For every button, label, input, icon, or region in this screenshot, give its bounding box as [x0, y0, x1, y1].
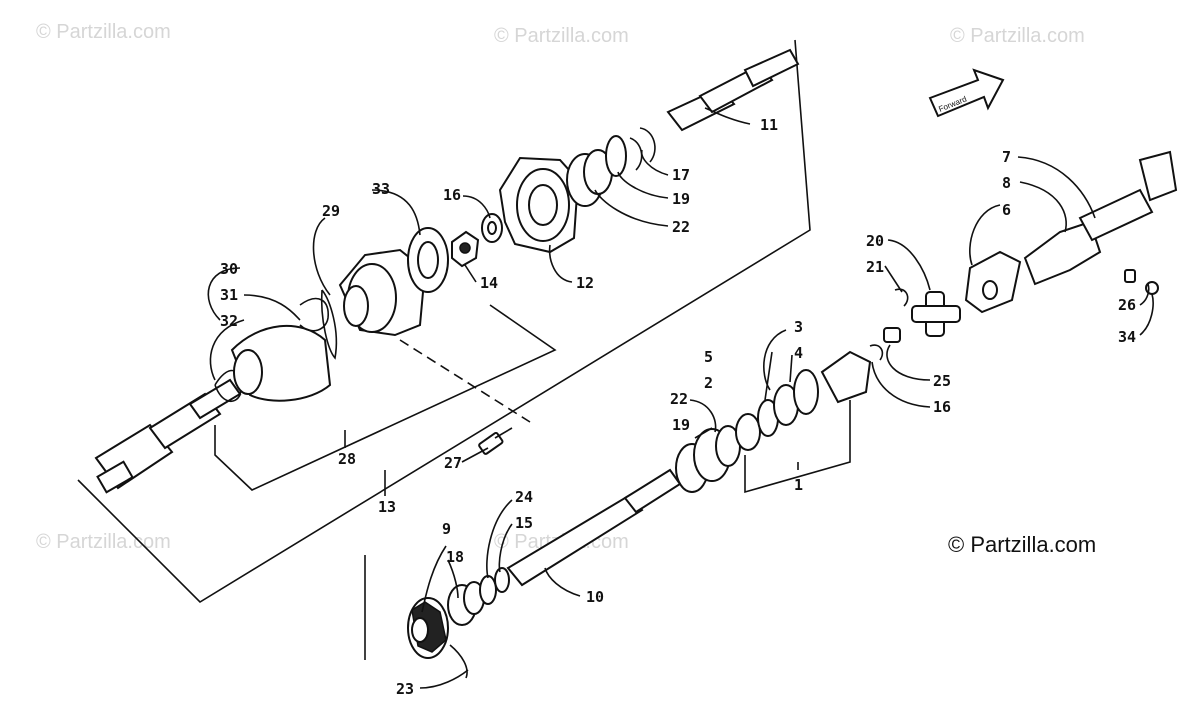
- watermark-bottom-left: © Partzilla.com: [36, 531, 171, 553]
- label-12: 12: [576, 274, 594, 292]
- ring-15: [494, 567, 510, 593]
- label-6: 6: [1002, 201, 1011, 219]
- output-shaft-11: [666, 48, 800, 132]
- spacer-2: [735, 413, 761, 451]
- boot-clamp-32: [214, 369, 242, 403]
- label-3: 3: [794, 318, 803, 336]
- clip-16-lower: [869, 344, 884, 361]
- bevel-gear-9: [407, 597, 449, 659]
- bearing-cup-25: [883, 327, 901, 343]
- label-34: 34: [1118, 328, 1136, 346]
- brand-credit: © Partzilla.com: [948, 532, 1096, 557]
- label-21: 21: [866, 258, 884, 276]
- cv-boot-31: [230, 324, 332, 402]
- yoke-flange: [820, 350, 872, 404]
- label-14: 14: [480, 274, 498, 292]
- ring-19-upper: [605, 135, 627, 177]
- bearing-22-upper: [566, 149, 613, 207]
- nut-14: [451, 230, 480, 268]
- label-32: 32: [220, 312, 238, 330]
- boot-clamp-30: [299, 297, 329, 332]
- group-bracket-1: [744, 400, 851, 494]
- pinion-shaft-10: [506, 468, 682, 587]
- label-8: 8: [1002, 174, 1011, 192]
- bearing-flange-12: [498, 156, 580, 254]
- dashed-guide-line: [399, 339, 531, 423]
- bolt-26: [1124, 269, 1136, 283]
- label-11: 11: [760, 116, 778, 134]
- assembly-frame-28: [214, 304, 557, 491]
- label-33: 33: [372, 180, 390, 198]
- snap-ring-21: [894, 288, 909, 307]
- snap-ring-29: [320, 289, 338, 360]
- label-19-lower: 19: [672, 416, 690, 434]
- shaft-7: [1078, 150, 1178, 242]
- yoke-6: [964, 250, 1022, 314]
- label-2: 2: [704, 374, 713, 392]
- label-28: 28: [338, 450, 356, 468]
- ring-3: [793, 369, 819, 415]
- boot-8: [1023, 220, 1102, 286]
- label-22-lower: 22: [670, 390, 688, 408]
- label-29: 29: [322, 202, 340, 220]
- universal-joint-cross-20: [911, 291, 961, 337]
- label-30: 30: [220, 260, 238, 278]
- washer-16-upper: [481, 213, 503, 243]
- left-axle-shaft: [94, 378, 242, 494]
- assembly-frame-13: [77, 39, 811, 604]
- watermark-top-left: © Partzilla.com: [36, 21, 171, 43]
- label-13: 13: [378, 498, 396, 516]
- label-26: 26: [1118, 296, 1136, 314]
- label-7: 7: [1002, 148, 1011, 166]
- bolt-27: [478, 427, 513, 455]
- label-25: 25: [933, 372, 951, 390]
- bearing-assembly-19-22: [675, 425, 741, 493]
- watermark-top-center: © Partzilla.com: [494, 25, 629, 47]
- snap-ring-23: [449, 644, 468, 679]
- label-16-lower: 16: [933, 398, 951, 416]
- label-19-upper: 19: [672, 190, 690, 208]
- seal-24: [479, 575, 497, 605]
- label-31: 31: [220, 286, 238, 304]
- label-23: 23: [396, 680, 414, 698]
- watermark-top-right: © Partzilla.com: [950, 25, 1085, 47]
- snap-ring-17: [629, 127, 656, 171]
- forward-arrow-icon: Forward: [928, 68, 1005, 118]
- leader-lines: [207, 107, 1154, 689]
- part-number-labels: 1 2 3 4 5 6 7 8 9 10 11 12 13 14 15 16 1…: [220, 116, 1136, 698]
- seal-33: [407, 227, 449, 293]
- label-10: 10: [586, 588, 604, 606]
- cv-joint-housing: [338, 248, 427, 337]
- label-17: 17: [672, 166, 690, 184]
- label-18: 18: [446, 548, 464, 566]
- label-4: 4: [794, 344, 803, 362]
- label-24: 24: [515, 488, 533, 506]
- label-22-upper: 22: [672, 218, 690, 236]
- label-1: 1: [794, 476, 803, 494]
- label-16-upper: 16: [443, 186, 461, 204]
- label-27: 27: [444, 454, 462, 472]
- bearing-18: [447, 581, 485, 626]
- label-9: 9: [442, 520, 451, 538]
- label-5: 5: [704, 348, 713, 366]
- label-15: 15: [515, 514, 533, 532]
- label-20: 20: [866, 232, 884, 250]
